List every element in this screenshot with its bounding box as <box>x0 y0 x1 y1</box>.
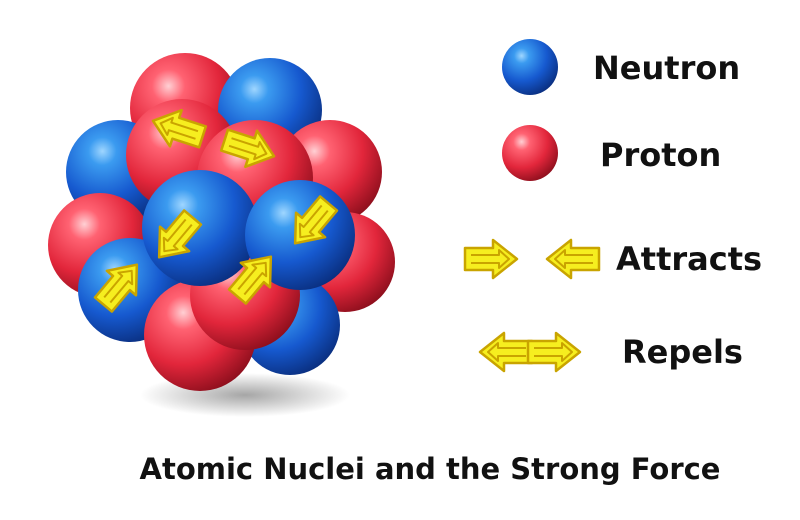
attract-arrows-icon <box>463 238 601 280</box>
neutron-label: Neutron <box>593 49 741 87</box>
repel-arrows-icon <box>478 331 582 373</box>
proton-sphere-icon <box>502 125 558 181</box>
nucleus-cluster <box>48 53 395 391</box>
neutron-sphere-icon <box>502 39 558 95</box>
attracts-label: Attracts <box>616 240 763 278</box>
neutron-sphere <box>142 170 258 286</box>
proton-label: Proton <box>600 136 722 174</box>
repels-label: Repels <box>622 333 743 371</box>
diagram-title: Atomic Nuclei and the Strong Force <box>139 452 721 486</box>
